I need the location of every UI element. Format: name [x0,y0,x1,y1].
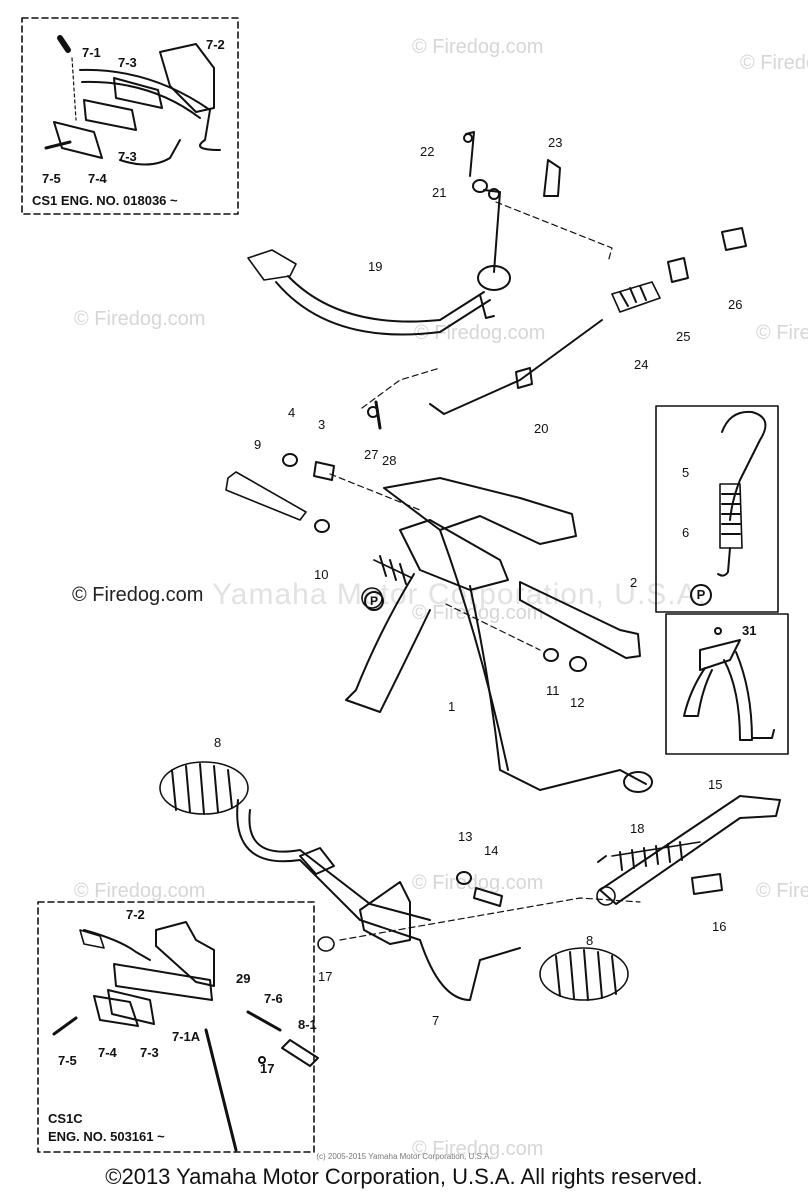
brake-pedal-assembly [247,188,511,336]
part-label: 24 [634,357,649,372]
part-label: 14 [484,843,499,858]
part-label: 31 [742,623,757,638]
p-badge: P [364,591,384,611]
inset-cs1-box [21,17,239,215]
part-label: 7-6 [264,991,283,1006]
part-label: 29 [236,971,251,986]
inset-cs1c-model: CS1C [48,1111,83,1126]
part-label: 4 [288,405,296,420]
part-label: 2 [630,575,638,590]
watermark-text: © Firedog.com [412,872,544,894]
part-label: 18 [630,821,645,836]
side-stand [596,795,781,906]
p-badge: P [690,584,712,606]
inset-cs1c-box [37,901,319,1153]
part-label: 23 [548,135,563,150]
footrest-bar [159,761,641,1001]
part-label: 15 [708,777,723,792]
watermark-text: © Firedog.com [412,602,544,624]
part-label: 1 [448,699,456,714]
part-label: 26 [728,297,743,312]
part-label: 7-2 [126,907,145,922]
part-label: 7-3 [140,1045,159,1060]
part-label: 5 [682,465,690,480]
part-label: 21 [432,185,447,200]
inset-p-box [655,405,779,613]
part-label: 8 [586,933,594,948]
footer-copyright: ©2013 Yamaha Motor Corporation, U.S.A. A… [105,1164,703,1189]
part-label: 10 [314,567,329,582]
watermark-text: © Firedog.com [740,52,808,74]
part-label: 6 [682,525,690,540]
part-label: 17 [318,969,333,984]
part-label: 7-5 [42,171,61,186]
part-label: 13 [458,829,473,844]
inset-cs1c-note: ENG. NO. 503161 ~ [48,1129,165,1144]
inset-31-box [665,613,789,755]
small-copyright: (c) 2005-2015 Yamaha Motor Corporation, … [316,1152,492,1161]
part-label: 9 [254,437,262,452]
part-label: 7-4 [88,171,107,186]
main-stand [345,477,653,793]
part-label: 19 [368,259,383,274]
part-label: 7-1A [172,1029,201,1044]
part-label: 7-2 [206,37,225,52]
part-label: 16 [712,919,727,934]
watermark-text: © Firedog.com [412,36,544,58]
part-label: 11 [546,683,560,698]
part-label: 25 [676,329,691,344]
part-label: 8-1 [298,1017,317,1032]
part-label: 7-3 [118,149,137,164]
small-hardware-top [361,131,747,430]
part-label: 28 [382,453,397,468]
part-label: 27 [364,447,379,462]
watermark-text: © Firedog.com [74,880,206,902]
part-label: 8 [214,735,222,750]
part-label: 3 [318,417,326,432]
part-label: 7-4 [98,1045,117,1060]
inset-cs1-note: CS1 ENG. NO. 018036 ~ [32,193,178,208]
part-label: 7-3 [118,55,137,70]
part-label: 12 [570,695,585,710]
part-label: 22 [420,144,435,159]
part-label: 7-1 [82,45,101,60]
part-label: 7 [432,1013,440,1028]
watermark-text: © Firedog.com [412,1138,544,1160]
watermark-text: © Firedog.com [74,308,206,330]
watermark-text: © Firedog.com [756,880,808,902]
watermark-text: © Firedog.com [72,584,204,606]
part-label: 7-5 [58,1053,77,1068]
watermark-text: © Firedog.com [756,322,808,344]
part-label: 17 [260,1061,275,1076]
part-label: 20 [534,421,549,436]
